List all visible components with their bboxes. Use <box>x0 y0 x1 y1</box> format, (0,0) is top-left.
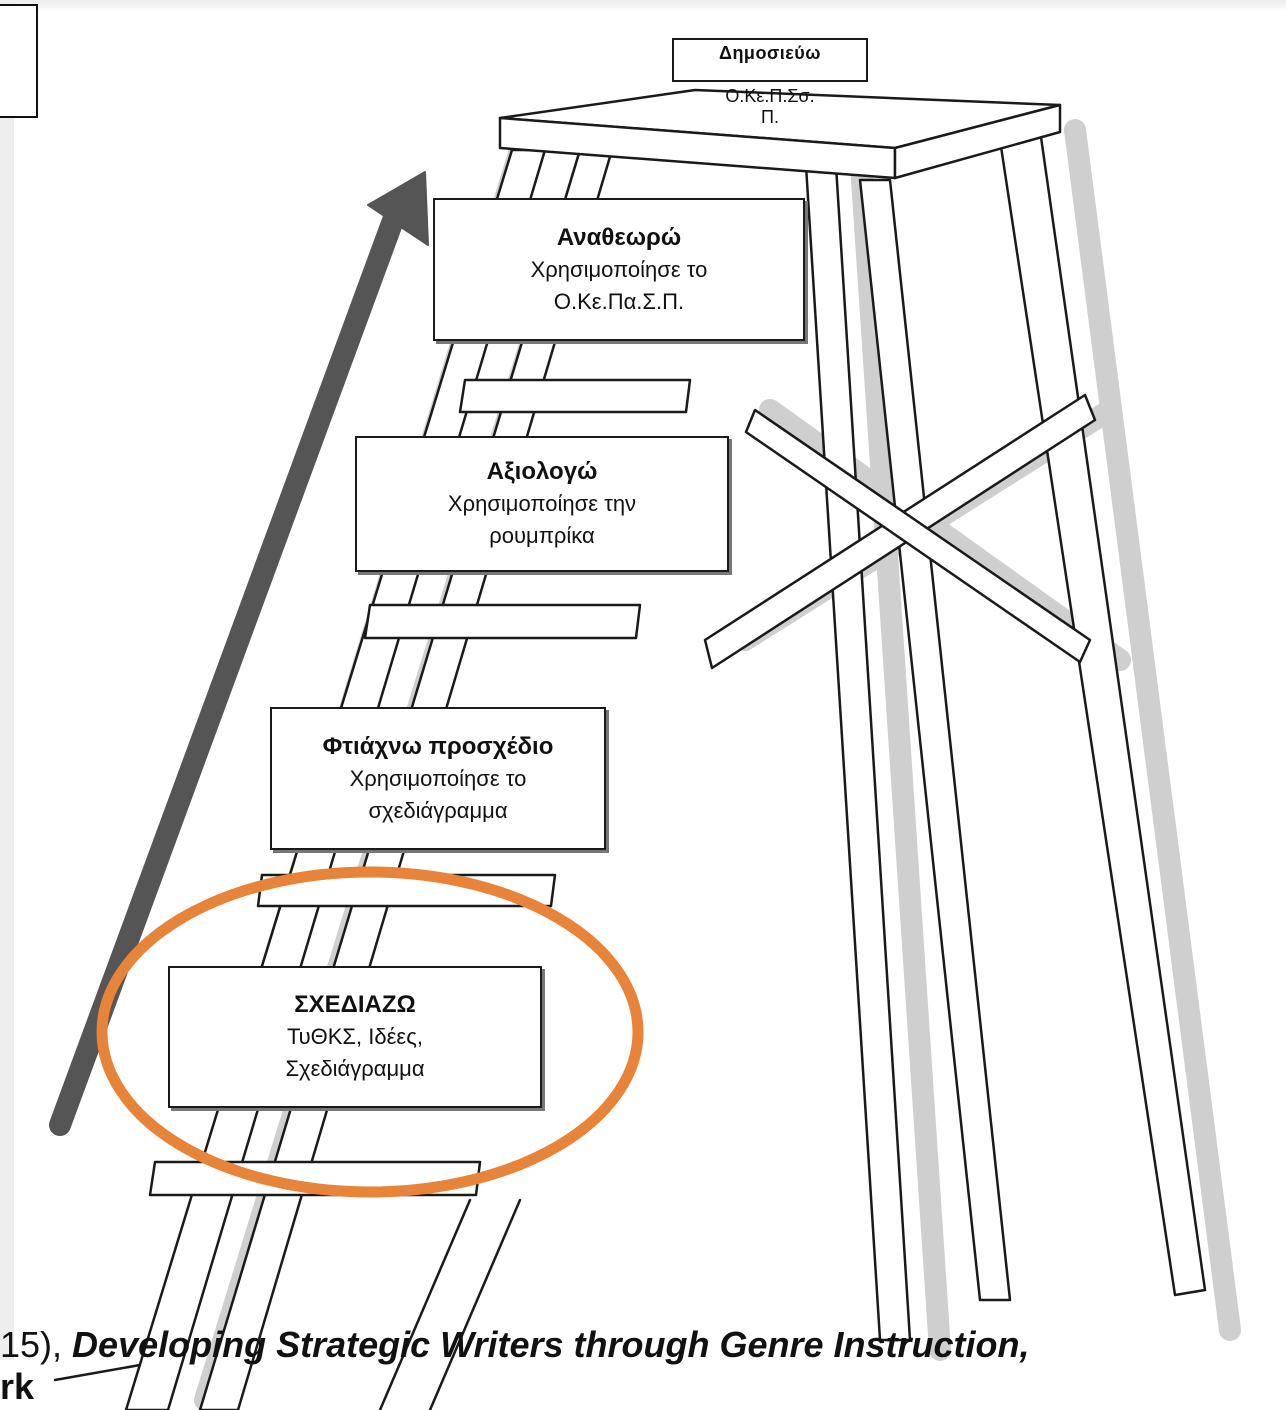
caption-title: Developing Strategic Writers through Gen… <box>72 1324 1030 1365</box>
step-publish-subtext: Ο.Κε.Π.Σσ. Π. <box>672 86 868 128</box>
step-publish-box: Δημοσιεύω <box>672 38 868 82</box>
step-publish-line1: Ο.Κε.Π.Σσ. <box>725 86 815 106</box>
top-border-strip <box>0 0 1286 12</box>
step-plan-line1: ΤυΘΚΣ, Ιδέες, <box>287 1024 423 1049</box>
step-plan-line2: Σχεδιάγραμμα <box>285 1056 425 1081</box>
step-plan-title: ΣΧΕΔΙΑΖΩ <box>294 991 416 1018</box>
corner-frame <box>0 4 38 118</box>
cross-braces <box>703 393 1097 670</box>
citation-caption: 15), Developing Strategic Writers throug… <box>0 1323 1286 1367</box>
step-draft-line2: σχεδιάγραμμα <box>368 797 508 823</box>
caption-line2: rk <box>0 1366 35 1407</box>
step-evaluate-title: Αξιολογώ <box>486 458 598 485</box>
highlight-ellipse <box>96 866 644 1198</box>
step-evaluate-box: Αξιολογώ Χρησιμοποίησε την ρουμπρίκα <box>355 436 729 572</box>
step-evaluate-line1: Χρησιμοποίησε την <box>447 491 637 516</box>
caption-prefix: 15), <box>0 1324 73 1365</box>
lower-legs <box>53 1198 522 1410</box>
platform <box>498 88 1062 180</box>
step-revise-line1: Χρησιμοποίησε το <box>530 256 708 282</box>
step-publish-title: Δημοσιεύω <box>719 43 821 63</box>
step-draft-line1: Χρησιμοποίησε το <box>349 765 527 791</box>
step-publish-line2: Π. <box>761 107 779 127</box>
step-revise-line2: Ο.Κε.Πα.Σ.Π. <box>553 288 685 314</box>
step-revise-title: Αναθεωρώ <box>556 223 682 251</box>
step-draft-box: Φτιάχνω προσχέδιο Χρησιμοποίησε το σχεδι… <box>270 707 606 850</box>
left-border-strip <box>0 0 14 1360</box>
step-revise-box: Αναθεωρώ Χρησιμοποίησε το Ο.Κε.Πα.Σ.Π. <box>433 198 805 341</box>
step-evaluate-line2: ρουμπρίκα <box>489 523 595 548</box>
step-draft-title: Φτιάχνω προσχέδιο <box>322 732 554 760</box>
step-plan-box: ΣΧΕΔΙΑΖΩ ΤυΘΚΣ, Ιδέες, Σχεδιάγραμμα <box>168 966 542 1108</box>
